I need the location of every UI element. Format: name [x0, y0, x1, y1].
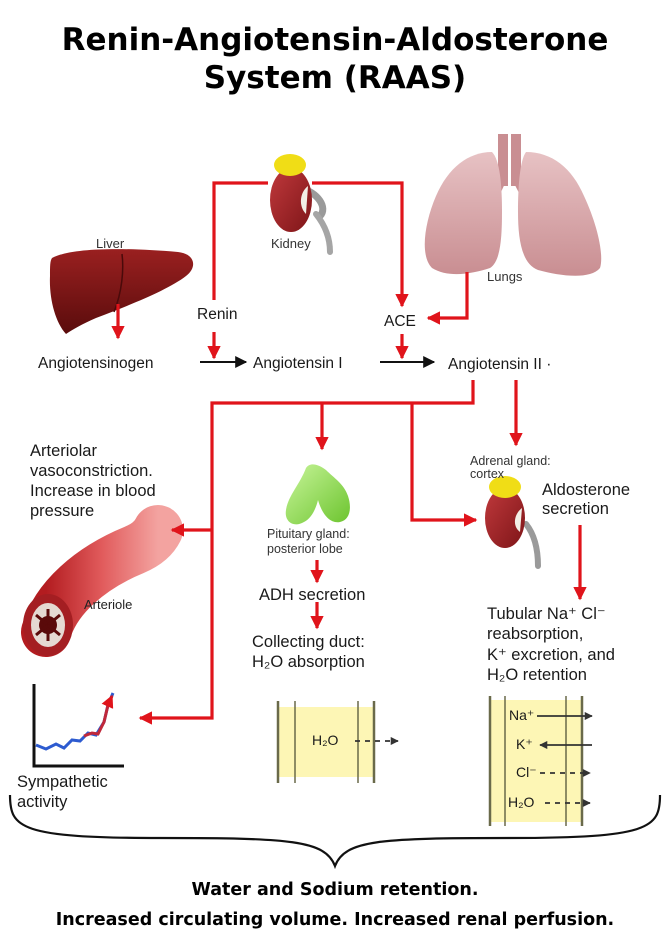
tubular-line-1: Tubular Na⁺ Cl⁻ — [487, 605, 606, 623]
vasoconstriction-line-3: Increase in blood — [30, 482, 156, 500]
arrow-to-sympathetic — [138, 380, 475, 725]
arrow-kidney-to-ace — [312, 181, 409, 308]
summary-line-1: Water and Sodium retention. — [191, 880, 479, 900]
liver-label: Liver — [96, 236, 125, 251]
angiotensin-1-label: Angiotensin I — [253, 355, 343, 372]
sympathetic-activity-graph-icon — [32, 684, 124, 768]
angiotensin-2-label: Angiotensin II · — [448, 356, 552, 373]
summary-line-2: Increased circulating volume. Increased … — [55, 910, 615, 930]
collecting-duct-line-2: H₂O absorption — [252, 653, 365, 671]
adrenal-kidney-icon — [485, 476, 541, 569]
cl-channel-label: Cl⁻ — [516, 764, 537, 780]
arrow-to-adrenal — [410, 403, 478, 527]
sympathetic-line-1: Sympathetic — [17, 773, 108, 791]
lungs-icon — [424, 134, 602, 276]
title-line-2: System (RAAS) — [203, 60, 467, 96]
k-channel-label: K⁺ — [516, 736, 533, 752]
na-channel-label: Na⁺ — [509, 707, 535, 723]
pituitary-label-line-2: posterior lobe — [267, 542, 343, 556]
sympathetic-line-2: activity — [17, 793, 68, 811]
title-line-1: Renin-Angiotensin-Aldosterone — [61, 22, 609, 58]
h2o-tubule-label: H₂O — [508, 794, 535, 810]
adh-secretion-label: ADH secretion — [259, 586, 366, 604]
h2o-duct-label: H₂O — [312, 732, 339, 748]
arrow-lungs-to-ace — [426, 272, 469, 325]
adrenal-label-line-1: Adrenal gland: — [470, 454, 551, 468]
vasoconstriction-line-4: pressure — [30, 502, 95, 520]
collecting-duct-line-1: Collecting duct: — [252, 633, 365, 651]
lungs-label: Lungs — [487, 269, 523, 284]
angiotensinogen-label: Angiotensinogen — [38, 355, 154, 372]
aldosterone-line-2: secretion — [542, 500, 609, 518]
arteriole-label: Arteriole — [84, 597, 133, 612]
pituitary-gland-icon — [285, 464, 350, 525]
arteriole-icon — [21, 505, 183, 657]
ace-label: ACE — [384, 313, 416, 330]
renin-label: Renin — [197, 306, 238, 323]
liver-icon — [49, 249, 194, 334]
vasoconstriction-line-2: vasoconstriction. — [30, 462, 153, 480]
summary-brace — [8, 794, 662, 870]
arrow-kidney-renin-line — [212, 181, 268, 300]
collecting-duct-graphic — [276, 701, 399, 783]
kidney-label: Kidney — [271, 236, 311, 251]
adrenal-label-line-2: cortex — [470, 467, 505, 481]
pituitary-label-line-1: Pituitary gland: — [267, 527, 350, 541]
vasoconstriction-line-1: Arteriolar — [30, 442, 97, 460]
tubular-line-2: reabsorption, — [487, 625, 584, 643]
aldosterone-line-1: Aldosterone — [542, 481, 631, 499]
kidney-icon — [270, 154, 333, 255]
tubular-line-4: H₂O retention — [487, 666, 587, 684]
renal-tubule-graphic — [488, 696, 593, 826]
tubular-line-3: K⁺ excretion, and — [487, 646, 615, 664]
pathway-arrows — [111, 181, 587, 725]
